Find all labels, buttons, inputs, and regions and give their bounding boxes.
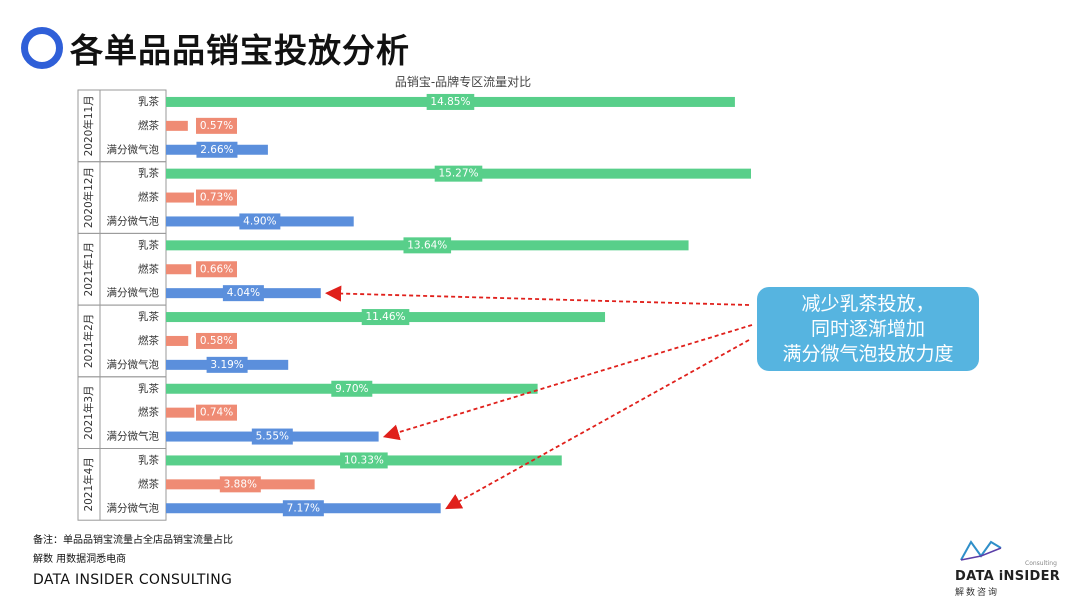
category-tick-label: 燃茶 [138,119,159,132]
brand-name: DATA INSIDER CONSULTING [33,572,233,588]
data-label: 0.58% [200,335,233,347]
data-label: 14.85% [430,96,470,108]
category-tick-label: 满分微气泡 [107,214,160,227]
bar [166,264,192,275]
data-label-box [426,93,475,110]
category-tick-label: 乳茶 [138,310,159,323]
data-label: 0.73% [200,192,233,204]
category-tick-label: 满分微气泡 [107,501,160,514]
category-tick-label: 燃茶 [138,477,159,490]
data-label: 10.33% [344,454,384,466]
data-label-box [196,141,238,158]
category-tick-label: 燃茶 [138,406,159,419]
chart-title: 品销宝-品牌专区流量对比 [395,74,531,89]
data-label-box [282,500,324,517]
logo-tagline: Consulting [1025,560,1057,567]
group-label: 2021年4月 [82,457,95,511]
category-tick-label: 满分微气泡 [107,286,160,299]
data-label-box [196,117,237,134]
company-logo: Consulting DATA iNSIDER 解数咨询 [955,538,1063,598]
bar [166,407,195,418]
data-label: 0.57% [200,120,233,132]
group-label: 2021年1月 [82,242,95,296]
data-label-box [206,356,248,373]
footnote-slogan: 解数 用数据洞悉电商 [33,554,127,565]
category-tick-label: 乳茶 [138,453,159,466]
category-tick-label: 乳茶 [138,95,159,108]
data-label-box [251,428,293,445]
data-label: 4.90% [243,215,276,227]
annotation-arrow [324,285,750,306]
annotation-arrow [382,324,753,441]
data-label-box [196,261,237,278]
callout-line-1: 减少乳茶投放， [801,292,935,315]
data-label-box [222,285,264,302]
data-label: 0.66% [200,263,233,275]
data-label: 13.64% [407,239,447,251]
bar [166,120,188,131]
data-label-box [361,309,410,326]
bar [166,335,189,346]
category-tick-label: 燃茶 [138,191,159,204]
category-tick-label: 乳茶 [138,167,159,180]
data-label-box [434,165,483,182]
data-label-box [239,213,281,230]
data-label: 11.46% [365,311,405,323]
data-label-box [196,404,237,421]
page-title: 各单品品销宝投放分析 [70,31,410,70]
logo-chinese-name: 解数咨询 [955,588,1000,598]
title-ring-icon [21,27,63,69]
group-label: 2021年3月 [82,385,95,439]
data-label: 2.66% [200,144,233,156]
data-label-box [403,237,452,254]
group-label: 2020年11月 [82,95,95,156]
bar [166,192,194,203]
group-label: 2021年2月 [82,314,95,368]
data-label: 3.88% [224,478,257,490]
data-label-box [340,452,388,469]
data-label-box [196,332,237,349]
category-tick-label: 满分微气泡 [107,358,160,371]
data-label: 7.17% [287,502,320,514]
logo-mark-icon [960,540,1002,561]
annotation-arrow [445,339,750,510]
category-tick-label: 乳茶 [138,238,159,251]
data-label-box [196,189,237,206]
callout-line-3: 满分微气泡投放力度 [782,342,954,365]
data-label-box [331,380,373,397]
data-label-box [219,476,261,493]
category-tick-label: 乳茶 [138,382,159,395]
data-label: 0.74% [200,407,233,419]
data-label: 5.55% [256,431,289,443]
data-label: 4.04% [227,287,260,299]
category-tick-label: 满分微气泡 [107,143,160,156]
data-label: 15.27% [438,168,478,180]
category-tick-label: 燃茶 [138,262,159,275]
data-label: 3.19% [210,359,243,371]
callout-box: 减少乳茶投放， 同时逐渐增加 满分微气泡投放力度 [757,287,979,371]
group-label: 2020年12月 [82,167,95,228]
callout-line-2: 同时逐渐增加 [810,317,925,340]
category-tick-label: 燃茶 [138,334,159,347]
category-tick-label: 满分微气泡 [107,430,160,443]
data-label: 9.70% [335,383,368,395]
logo-wordmark: DATA iNSIDER [955,569,1061,584]
footnote-note: 备注：单品品销宝流量占全店品销宝流量占比 [33,535,233,546]
